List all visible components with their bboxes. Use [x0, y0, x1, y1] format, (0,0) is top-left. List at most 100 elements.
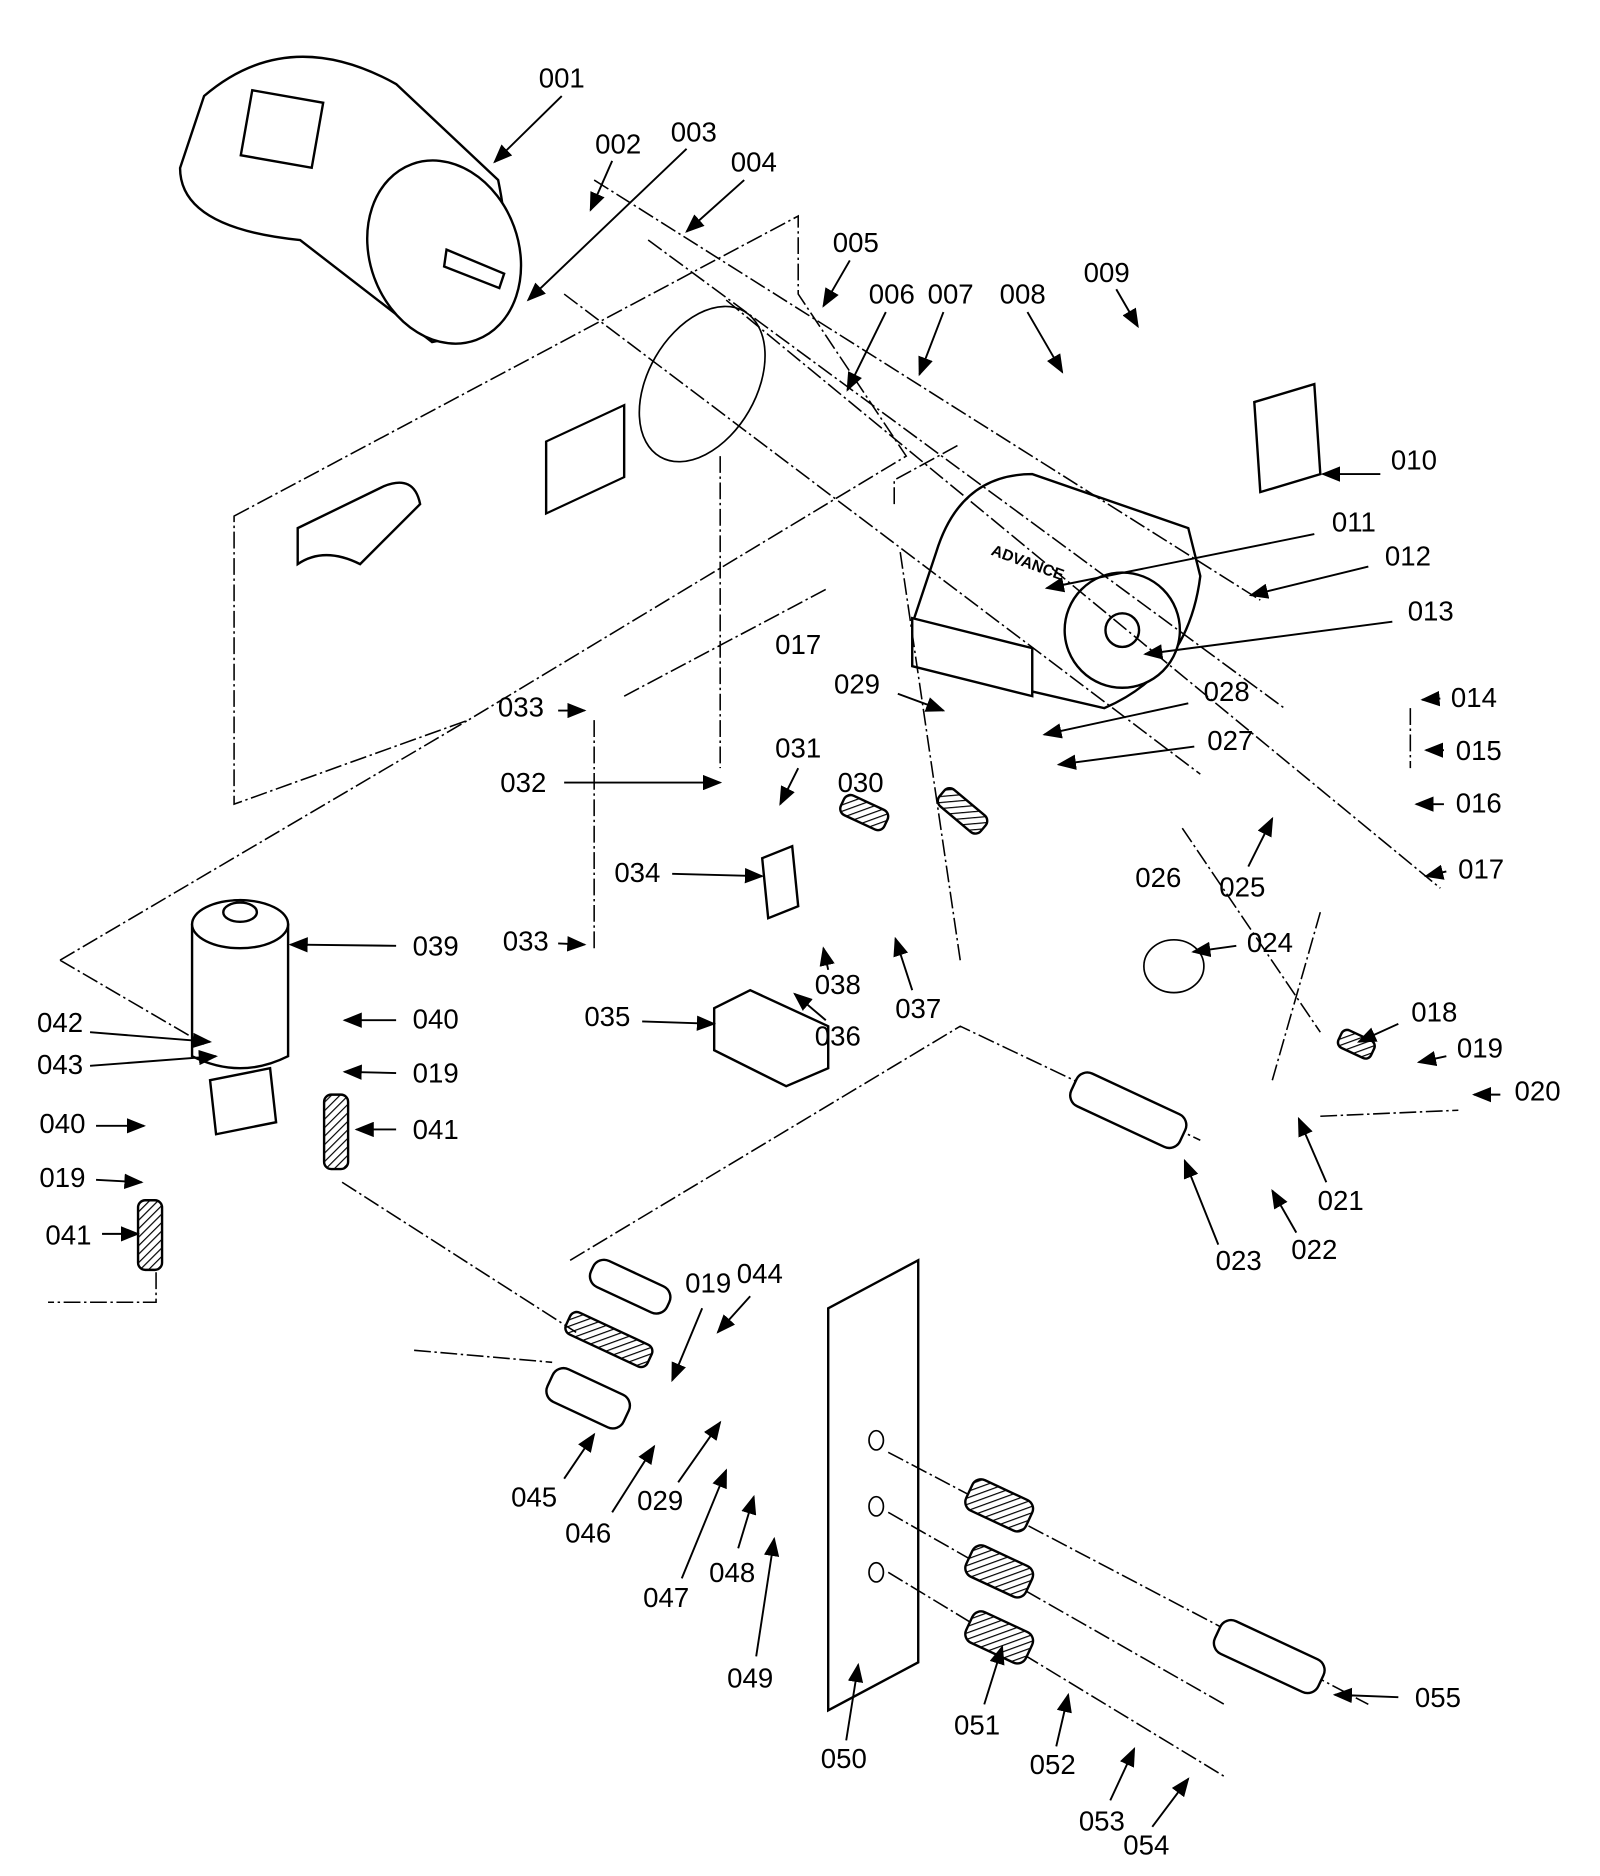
leader-arrow-009 — [1115, 288, 1139, 329]
part-label-040: 040 — [39, 1108, 85, 1139]
part-label-046: 046 — [565, 1517, 611, 1548]
part-label-027: 027 — [1207, 725, 1253, 756]
part-label-016: 016 — [1456, 788, 1502, 819]
part-label-018: 018 — [1411, 996, 1457, 1027]
part-label-015: 015 — [1456, 735, 1502, 766]
leader-arrow-048 — [737, 1494, 757, 1549]
leader-arrow-025 — [1247, 816, 1274, 868]
tee-block-034 — [760, 844, 800, 920]
leader-arrow-051 — [983, 1644, 1005, 1705]
leader-arrow-028 — [1042, 702, 1189, 739]
part-label-009: 009 — [1084, 257, 1130, 288]
part-label-007: 007 — [928, 279, 974, 310]
leader-arrow-001 — [493, 95, 563, 164]
part-label-005: 005 — [833, 227, 879, 258]
mounting-panel — [233, 214, 908, 806]
leader-arrow-004 — [685, 179, 745, 233]
hose-041 — [322, 1093, 350, 1171]
fitting-023 — [1069, 1071, 1188, 1150]
leader-arrow-013 — [1143, 620, 1393, 660]
part-label-044: 044 — [737, 1258, 783, 1289]
leader-arrow-036 — [793, 992, 827, 1021]
part-label-032: 032 — [500, 767, 546, 798]
leader-arrow-050 — [845, 1662, 864, 1741]
leader-arrow-022 — [1271, 1188, 1298, 1234]
part-label-002: 002 — [595, 129, 641, 160]
part-label-051: 051 — [954, 1709, 1000, 1740]
panel-slot — [544, 403, 626, 516]
leader-arrow-037 — [893, 936, 914, 991]
leader-arrows — [89, 95, 1501, 1828]
hose-041 — [136, 1199, 164, 1272]
part-label-036: 036 — [815, 1020, 861, 1051]
part-label-023: 023 — [1216, 1245, 1262, 1276]
leader-arrow-049 — [755, 1536, 780, 1657]
hose — [936, 787, 989, 835]
part-label-039: 039 — [413, 930, 459, 961]
part-label-006: 006 — [869, 279, 915, 310]
motor — [178, 55, 523, 345]
leader-arrow-018 — [1356, 1022, 1399, 1043]
part-label-042: 042 — [37, 1007, 83, 1038]
manifold-block — [712, 988, 830, 1088]
part-label-013: 013 — [1408, 596, 1454, 627]
part-label-037: 037 — [895, 993, 941, 1024]
leader-arrow-053 — [1109, 1747, 1136, 1801]
part-label-048: 048 — [709, 1557, 755, 1588]
leader-arrow-007 — [918, 311, 945, 377]
panel-hole — [868, 1561, 885, 1583]
leader-arrow-055 — [1332, 1687, 1399, 1704]
hose — [564, 1310, 654, 1369]
part-label-019: 019 — [413, 1058, 459, 1089]
part-label-053: 053 — [1079, 1805, 1125, 1836]
leader-arrow-042 — [89, 1031, 212, 1049]
part-label-035: 035 — [584, 1001, 630, 1032]
fitting — [588, 1258, 672, 1315]
part-label-003: 003 — [671, 117, 717, 148]
part-label-034: 034 — [614, 857, 660, 888]
solenoid-valve — [190, 898, 290, 1136]
leader-arrow-006 — [846, 311, 887, 392]
part-label-029: 029 — [834, 669, 880, 700]
part-label-026: 026 — [1135, 862, 1181, 893]
panel-hole — [868, 1429, 885, 1451]
leader-arrow-054 — [1151, 1777, 1190, 1828]
bracket — [296, 481, 422, 567]
part-label-004: 004 — [731, 147, 777, 178]
part-label-050: 050 — [821, 1743, 867, 1774]
part-label-055: 055 — [1415, 1682, 1461, 1713]
hose-018 — [1336, 1028, 1376, 1060]
part-label-019: 019 — [39, 1162, 85, 1193]
part-label-041: 041 — [413, 1114, 459, 1145]
hose-030 — [839, 793, 890, 832]
panel-hole — [868, 1495, 885, 1517]
part-label-052: 052 — [1030, 1749, 1076, 1780]
coupler-051 — [964, 1478, 1035, 1533]
part-label-047: 047 — [643, 1582, 689, 1613]
leader-arrow-039 — [288, 937, 397, 953]
part-label-030: 030 — [838, 767, 884, 798]
part-label-041: 041 — [45, 1220, 91, 1251]
leader-arrow-012 — [1248, 565, 1369, 599]
leader-arrow-046 — [611, 1444, 656, 1513]
block-010 — [1253, 382, 1322, 494]
part-label-025: 025 — [1219, 872, 1265, 903]
leader-arrow-011 — [1044, 533, 1315, 593]
leader-arrow-002 — [589, 160, 614, 212]
leader-arrow-047 — [680, 1468, 728, 1579]
part-label-008: 008 — [1000, 279, 1046, 310]
fitting-045 — [545, 1366, 632, 1430]
part-label-045: 045 — [511, 1481, 557, 1512]
leader-arrow-017 — [1424, 864, 1447, 880]
leader-arrow-031 — [779, 767, 800, 806]
part-label-029: 029 — [637, 1485, 683, 1516]
part-label-017: 017 — [775, 629, 821, 660]
leader-arrow-019 — [95, 1173, 144, 1190]
leader-arrow-019 — [1416, 1051, 1447, 1067]
assembly-line — [48, 179, 1459, 1778]
leader-arrow-019 — [342, 1064, 397, 1080]
leader-arrow-027 — [1056, 745, 1195, 770]
part-label-012: 012 — [1385, 540, 1431, 571]
pump: ADVANCE — [910, 472, 1202, 710]
